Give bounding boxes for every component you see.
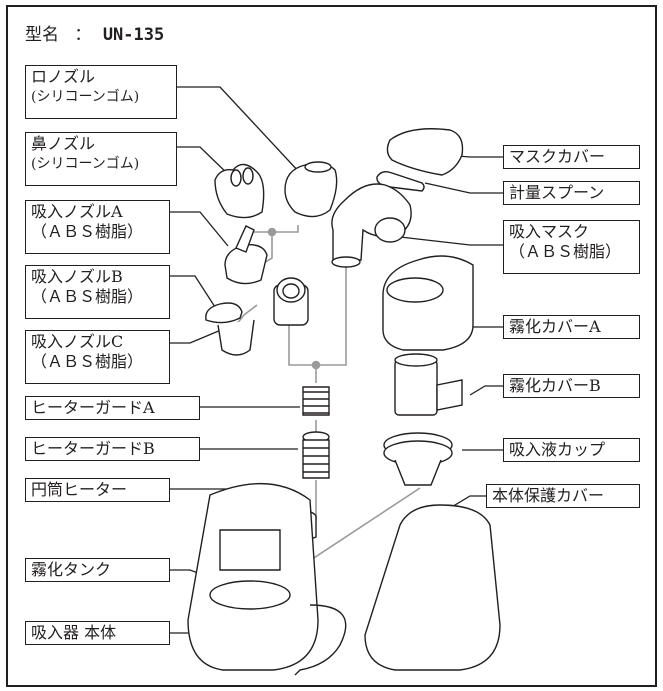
mask-cover-name: マスクカバー xyxy=(509,147,606,166)
inhalation-mask-material: （ＡＢＳ樹脂） xyxy=(509,242,622,261)
model-number: 型名 ： UN-135 xyxy=(25,20,164,45)
nozzle-a-material: （ＡＢＳ樹脂） xyxy=(31,222,144,241)
label-nozzle-b: 吸入ノズルB （ＡＢＳ樹脂） xyxy=(25,265,170,319)
model-separator: ： xyxy=(74,25,92,45)
leader-atom-cover-b xyxy=(469,385,503,396)
label-heater-guard-a: ヒーターガードA xyxy=(25,396,200,420)
model-value: UN-135 xyxy=(102,25,165,45)
body-cover-shape xyxy=(364,504,501,671)
heater-guard-a-name: ヒーターガードA xyxy=(31,398,155,417)
label-cylinder-heater: 円筒ヒーター xyxy=(25,478,170,502)
inhalation-mask-name: 吸入マスク xyxy=(509,222,590,241)
heater-guard-a-shape xyxy=(302,386,330,416)
part-drawings xyxy=(187,128,501,676)
mask-cover-shape xyxy=(386,128,464,176)
leader-nose-nozzle xyxy=(177,146,233,179)
label-atomizer-cover-b: 霧化カバーB xyxy=(503,374,640,398)
leader-mouth-nozzle xyxy=(177,86,301,174)
label-nozzle-a: 吸入ノズルA （ＡＢＳ樹脂） xyxy=(25,200,170,254)
nozzle-b-name: 吸入ノズルB xyxy=(31,267,123,286)
leader-measure-spoon xyxy=(424,182,503,194)
heater-guard-b-name: ヒーターガードB xyxy=(31,439,155,458)
heater-guard-b-shape xyxy=(302,439,330,479)
label-measuring-spoon: 計量スプーン xyxy=(503,181,640,205)
inhalation-mask-shape xyxy=(331,183,412,261)
leader-nozzle-b xyxy=(170,275,216,308)
nozzle-a-name: 吸入ノズルA xyxy=(31,202,123,221)
label-nozzle-c: 吸入ノズルC （ＡＢＳ樹脂） xyxy=(25,330,170,384)
leader-lines xyxy=(170,86,503,634)
atomizer-cover-a-shape xyxy=(382,255,474,351)
mouth-nozzle-name: ロノズル xyxy=(31,67,96,86)
label-heater-guard-b: ヒーターガードB xyxy=(25,437,200,461)
liquid-cup-name: 吸入液カップ xyxy=(509,440,606,459)
label-atomizer-tank: 霧化タンク xyxy=(25,558,170,582)
main-body-shape xyxy=(187,482,319,671)
atomizer-cover-b-name: 霧化カバーB xyxy=(509,376,601,395)
label-mouth-nozzle: ロノズル (シリコーンゴム) xyxy=(25,65,177,119)
label-atomizer-cover-a: 霧化カバーA xyxy=(503,315,640,339)
mouth-nozzle-material: (シリコーンゴム) xyxy=(31,89,140,105)
label-liquid-cup: 吸入液カップ xyxy=(503,438,640,462)
atomizer-cover-b-shape xyxy=(394,359,438,416)
atomizer-cover-a-name: 霧化カバーA xyxy=(509,317,601,336)
nozzle-c-material: （ＡＢＳ樹脂） xyxy=(31,352,144,371)
label-body-cover: 本体保護カバー xyxy=(486,484,640,508)
measuring-spoon-name: 計量スプーン xyxy=(509,183,605,202)
nozzle-b-shape xyxy=(205,302,243,324)
leader-nozzle-a xyxy=(170,211,229,247)
cylinder-heater-name: 円筒ヒーター xyxy=(31,480,128,499)
label-inhalation-mask: 吸入マスク （ＡＢＳ樹脂） xyxy=(503,220,640,274)
main-body-name: 吸入器 本体 xyxy=(31,623,117,642)
label-nose-nozzle: 鼻ノズル (シリコーンゴム) xyxy=(25,132,177,186)
label-main-body: 吸入器 本体 xyxy=(25,621,170,645)
nozzle-b-material: （ＡＢＳ樹脂） xyxy=(31,287,144,306)
mouth-nozzle-shape xyxy=(284,162,338,218)
model-label: 型名 xyxy=(25,25,59,45)
atomizer-tank-name: 霧化タンク xyxy=(31,560,112,579)
body-cover-name: 本体保護カバー xyxy=(492,486,605,505)
nose-nozzle-name: 鼻ノズル xyxy=(31,134,96,153)
label-mask-cover: マスクカバー xyxy=(503,145,640,169)
nose-nozzle-material: (シリコーンゴム) xyxy=(31,156,140,172)
leader-nozzle-c xyxy=(170,329,222,344)
nozzle-c-name: 吸入ノズルC xyxy=(31,332,124,351)
nozzle-a-shape xyxy=(224,244,268,285)
leader-inhal-mask xyxy=(399,236,503,246)
